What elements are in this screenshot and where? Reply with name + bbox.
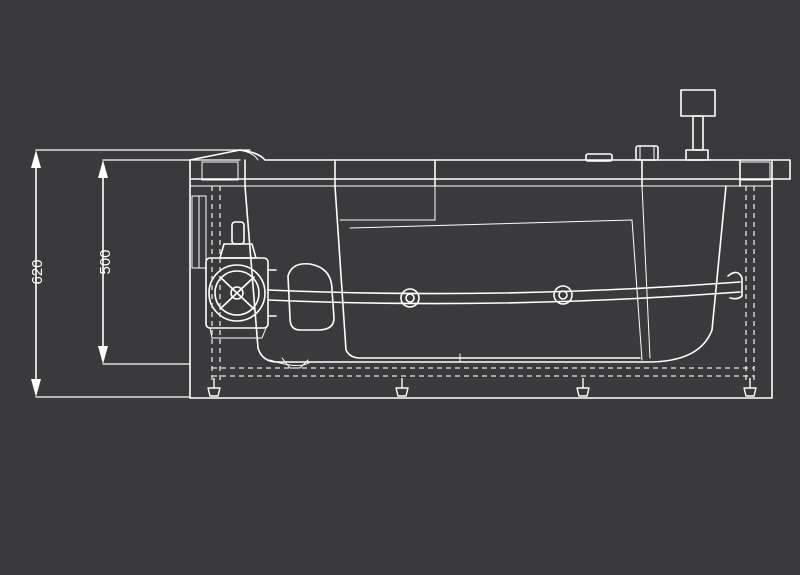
adjustable-leg-icon bbox=[743, 378, 757, 397]
rim-fitting-middle bbox=[635, 145, 659, 161]
headrest-pillow bbox=[287, 262, 335, 331]
adjustable-leg-icon bbox=[576, 378, 590, 397]
jet-pipe bbox=[267, 271, 743, 305]
hidden-support-frame bbox=[211, 186, 755, 380]
pump-motor-icon bbox=[205, 221, 277, 339]
faucet-icon bbox=[680, 89, 716, 161]
water-jet-icon bbox=[400, 288, 420, 308]
dimension-500 bbox=[98, 159, 241, 365]
tub-inner-shell bbox=[244, 185, 727, 369]
adjustable-leg-icon bbox=[395, 378, 409, 397]
rim-fitting-left bbox=[585, 153, 613, 162]
adjustable-leg-icon bbox=[207, 378, 221, 397]
side-control-box bbox=[191, 195, 207, 269]
tub-apron-frame bbox=[189, 149, 791, 399]
dimension-label-620: 620 bbox=[29, 259, 46, 284]
tub-rim bbox=[201, 159, 771, 187]
dimension-620 bbox=[31, 149, 251, 398]
water-jet-icon bbox=[553, 285, 573, 305]
dimension-label-500: 500 bbox=[97, 249, 114, 274]
